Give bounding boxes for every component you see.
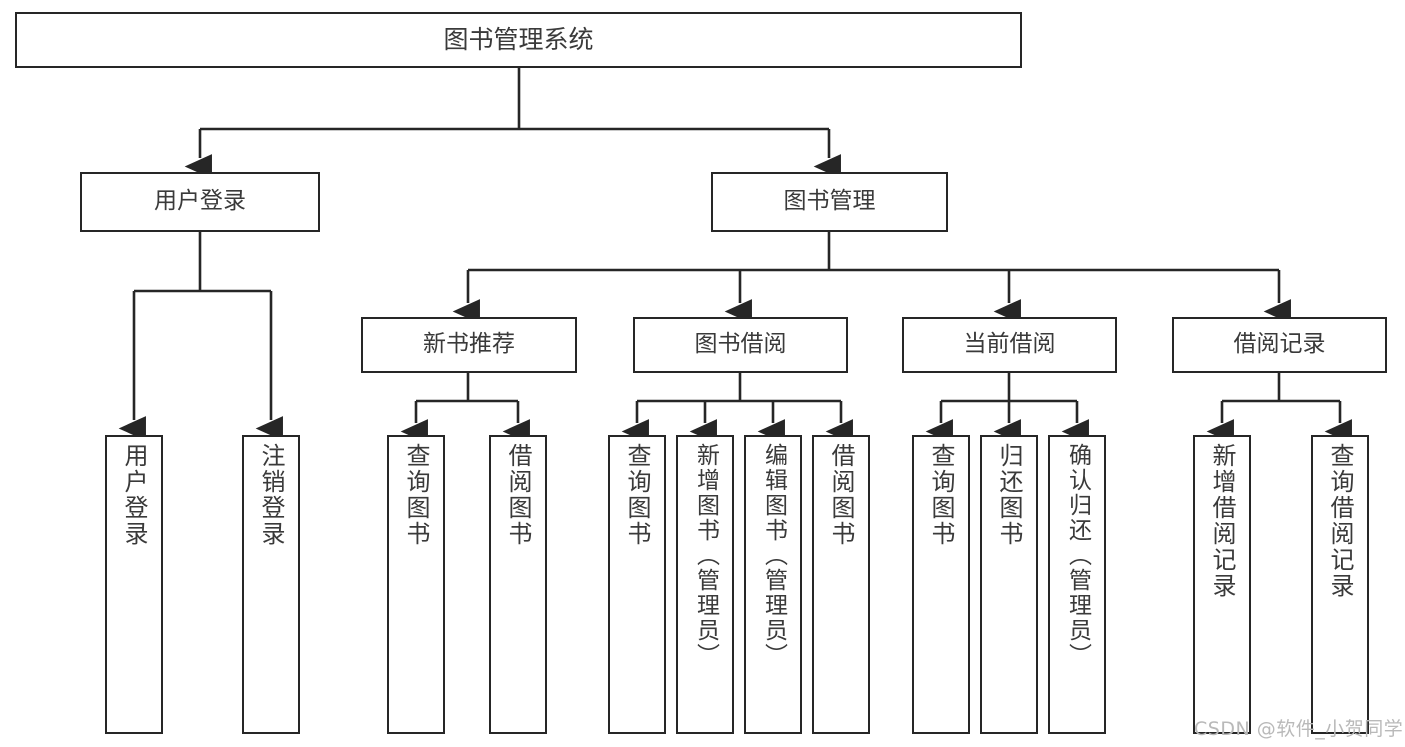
node-label: 新增图书（管理员） [692, 443, 719, 668]
node-root-system[interactable]: 图书管理系统 [15, 12, 1022, 68]
leaf-user-login-signin[interactable]: 用户登录 [105, 435, 163, 734]
node-book-borrow[interactable]: 图书借阅 [633, 317, 848, 373]
node-label: 确认归还（管理员） [1064, 443, 1091, 668]
node-book-management[interactable]: 图书管理 [711, 172, 948, 232]
node-label: 借阅图书 [827, 443, 855, 547]
node-label: 用户登录 [154, 188, 246, 215]
node-label: 查询图书 [623, 443, 651, 547]
leaf-book-borrow-lend[interactable]: 借阅图书 [812, 435, 870, 734]
node-label: 图书借阅 [694, 331, 787, 358]
node-current-borrow[interactable]: 当前借阅 [902, 317, 1117, 373]
leaf-user-login-logout[interactable]: 注销登录 [242, 435, 300, 734]
node-user-login[interactable]: 用户登录 [80, 172, 320, 232]
node-label: 查询图书 [927, 443, 955, 547]
node-label: 新增借阅记录 [1208, 443, 1236, 599]
node-label: 归还图书 [995, 443, 1023, 547]
node-label: 借阅图书 [504, 443, 532, 547]
leaf-new-book-query[interactable]: 查询图书 [387, 435, 445, 734]
leaf-book-borrow-edit[interactable]: 编辑图书（管理员） [744, 435, 802, 734]
leaf-current-borrow-return[interactable]: 归还图书 [980, 435, 1038, 734]
leaf-book-borrow-query[interactable]: 查询图书 [608, 435, 666, 734]
node-label: 新书推荐 [423, 331, 515, 358]
node-label: 借阅记录 [1233, 331, 1326, 358]
leaf-current-borrow-query[interactable]: 查询图书 [912, 435, 970, 734]
node-borrow-record[interactable]: 借阅记录 [1172, 317, 1387, 373]
node-label: 注销登录 [257, 443, 285, 547]
leaf-book-borrow-add[interactable]: 新增图书（管理员） [676, 435, 734, 734]
node-label: 图书管理系统 [443, 25, 594, 55]
node-label: 编辑图书（管理员） [760, 443, 787, 668]
node-label: 图书管理 [783, 188, 876, 215]
leaf-current-borrow-confirm-return[interactable]: 确认归还（管理员） [1048, 435, 1106, 734]
leaf-borrow-record-query[interactable]: 查询借阅记录 [1311, 435, 1369, 734]
node-label: 查询图书 [402, 443, 430, 547]
node-label: 查询借阅记录 [1326, 443, 1354, 599]
node-label: 用户登录 [120, 443, 148, 547]
node-new-book-recommend[interactable]: 新书推荐 [361, 317, 577, 373]
leaf-new-book-borrow[interactable]: 借阅图书 [489, 435, 547, 734]
csdn-watermark: CSDN @软件_小贺同学 [1194, 718, 1404, 740]
leaf-borrow-record-add[interactable]: 新增借阅记录 [1193, 435, 1251, 734]
node-label: 当前借阅 [963, 331, 1056, 358]
